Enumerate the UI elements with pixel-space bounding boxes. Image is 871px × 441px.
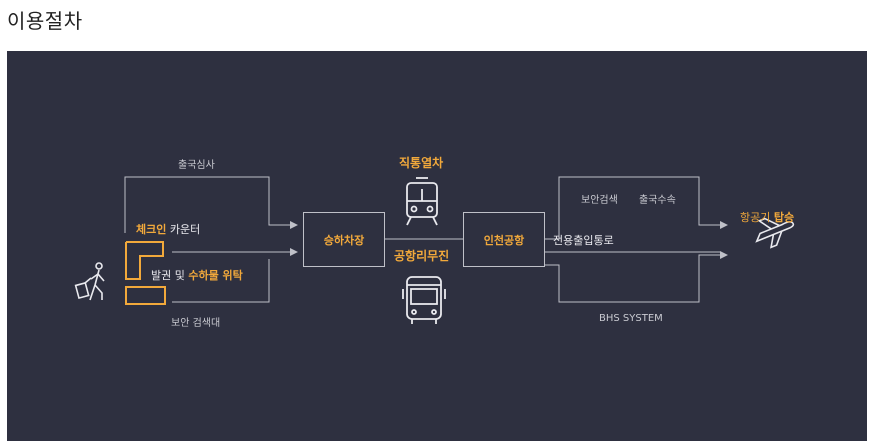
direct-train-label: 직통열차 (399, 156, 444, 170)
departure-inspection-label: 출국심사 (178, 160, 215, 171)
dedicated-passage-label: 전용출입통로 (553, 234, 614, 247)
boarding-zone-box: 승하차장 (303, 212, 385, 267)
bhs-system-label: BHS SYSTEM (599, 313, 663, 324)
security-desk-label: 보안 검색대 (171, 318, 221, 329)
page-title: 이용절차 (7, 9, 83, 33)
boarding-label: 항공기 탑승 (740, 211, 795, 224)
bus-icon (402, 276, 446, 324)
baggage-label: 발권 및 수하물 위탁 (151, 269, 243, 282)
security-check-label: 보안검색 (581, 195, 618, 206)
airplane-icon (755, 217, 795, 249)
departure-process-label: 출국수속 (639, 195, 676, 206)
flow-lines (74, 176, 795, 324)
checkin-desk-icon (125, 241, 166, 305)
traveler-icon (74, 262, 105, 301)
train-icon (406, 177, 438, 226)
airport-limousine-label: 공항리무진 (394, 249, 450, 263)
procedure-diagram: 출국심사 보안 검색대 체크인 카운터 발권 및 수하물 위탁 승하차장 직통열… (7, 51, 867, 441)
checkin-counter-label: 체크인 카운터 (136, 223, 201, 236)
incheon-airport-box: 인천공항 (463, 212, 545, 267)
